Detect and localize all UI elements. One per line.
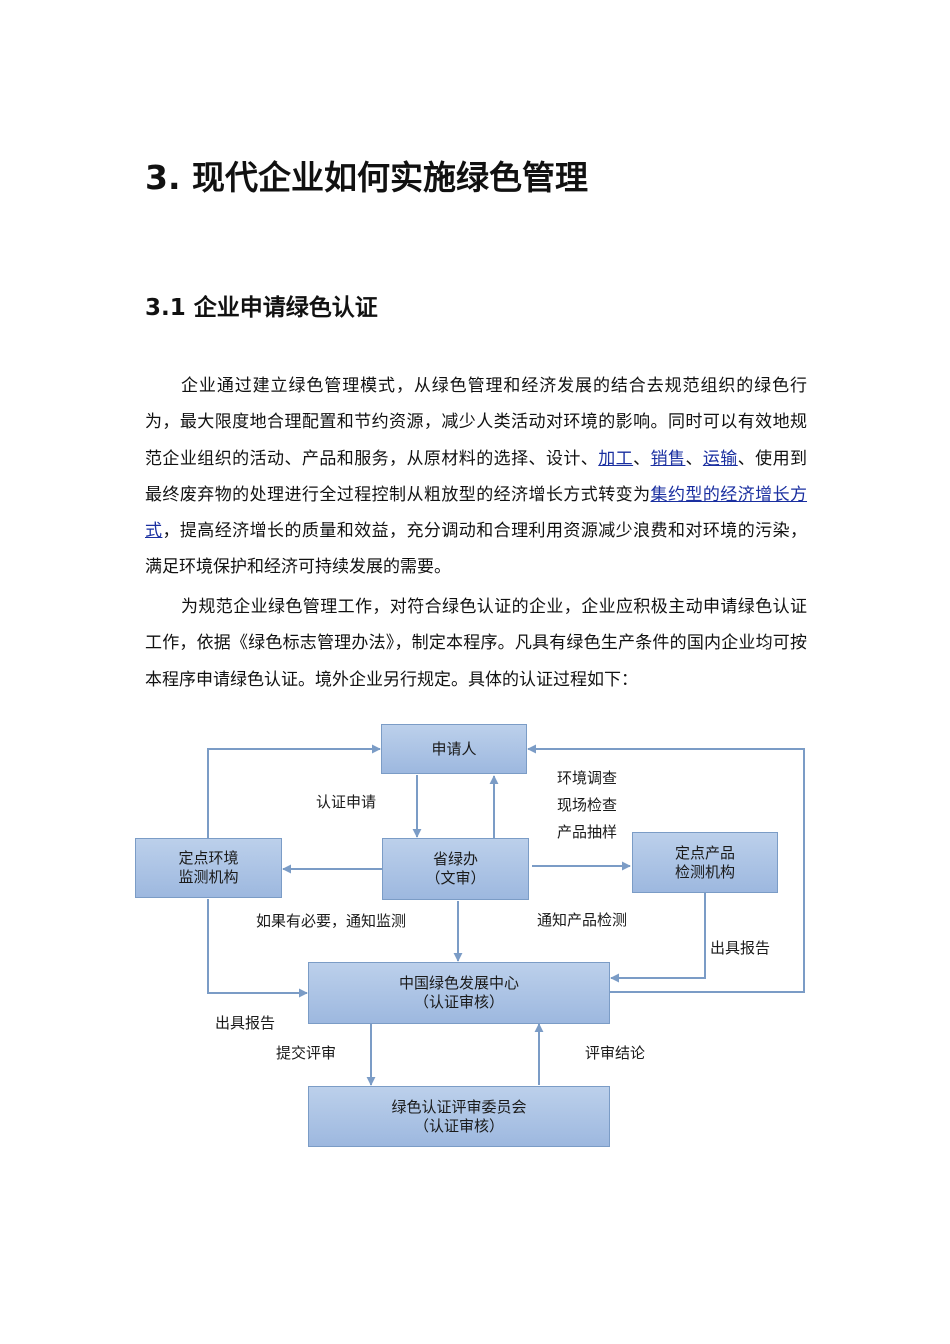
paragraph-text-a: 企业通过建立绿色管理模式，从绿色管理和经济发展的结合去规范组织的绿色行为，最大限… bbox=[145, 376, 807, 469]
product-testing-line2: 检测机构 bbox=[674, 862, 735, 881]
green-center-name: 中国绿色发展中心 bbox=[398, 974, 519, 992]
env-monitoring-line2: 监测机构 bbox=[178, 868, 239, 886]
label-report-left: 出具报告 bbox=[215, 1014, 276, 1032]
label-notify-testing: 通知产品检测 bbox=[537, 911, 628, 929]
green-center-box: 中国绿色发展中心 （认证审核） bbox=[308, 962, 610, 1024]
link-intensive-growth[interactable]: 集约型的经济增长方式 bbox=[145, 484, 808, 542]
env-monitoring-box: 定点环境 监测机构 bbox=[135, 838, 282, 898]
separator: 、 bbox=[633, 448, 651, 469]
label-site-inspection: 现场检查 bbox=[557, 796, 618, 814]
paragraph-green-management: 企业通过建立绿色管理模式，从绿色管理和经济发展的结合去规范组织的绿色行为，最大限… bbox=[145, 368, 807, 586]
subsection-heading: 3.1 企业申请绿色认证 bbox=[145, 295, 378, 321]
committee-note: （认证审核） bbox=[413, 1116, 504, 1135]
label-notify-monitoring: 如果有必要，通知监测 bbox=[256, 912, 407, 930]
label-env-survey: 环境调查 bbox=[557, 769, 618, 787]
committee-name: 绿色认证评审委员会 bbox=[391, 1097, 527, 1116]
env-monitoring-line1: 定点环境 bbox=[178, 849, 239, 867]
label-apply: 认证申请 bbox=[316, 793, 377, 811]
label-product-sampling: 产品抽样 bbox=[557, 823, 618, 841]
provincial-office-note: （文审） bbox=[425, 869, 486, 887]
provincial-office-name: 省绿办 bbox=[432, 850, 478, 868]
link-sales[interactable]: 销售 bbox=[650, 448, 686, 469]
label-review-conclusion: 评审结论 bbox=[585, 1044, 646, 1062]
green-center-note: （认证审核） bbox=[413, 993, 504, 1011]
link-processing[interactable]: 加工 bbox=[598, 448, 634, 469]
label-report-right: 出具报告 bbox=[710, 939, 771, 957]
product-testing-line1: 定点产品 bbox=[674, 843, 735, 862]
paragraph-certification-procedure: 为规范企业绿色管理工作，对符合绿色认证的企业，企业应积极主动申请绿色认证工作，依… bbox=[145, 597, 807, 690]
section-heading: 3. 现代企业如何实施绿色管理 bbox=[145, 158, 588, 197]
product-testing-box: 定点产品 检测机构 bbox=[632, 832, 778, 893]
paragraph-text-c: ，提高经济增长的质量和效益，充分调动和合理利用资源减少浪费和对环境的污染，满足环… bbox=[145, 521, 808, 578]
arrow-product-testing-to-center bbox=[610, 893, 706, 983]
separator: 、 bbox=[685, 448, 703, 469]
applicant-box: 申请人 bbox=[381, 724, 527, 774]
provincial-office-box: 省绿办 （文审） bbox=[382, 838, 529, 900]
link-transport[interactable]: 运输 bbox=[702, 448, 738, 469]
committee-box: 绿色认证评审委员会 （认证审核） bbox=[308, 1086, 610, 1147]
label-submit-review: 提交评审 bbox=[276, 1044, 337, 1062]
applicant-label: 申请人 bbox=[431, 739, 477, 758]
paragraph-text-b: 、使用到最终废弃物的处理进行全过程控制从粗放型的经济增长方式转变为 bbox=[145, 448, 808, 505]
